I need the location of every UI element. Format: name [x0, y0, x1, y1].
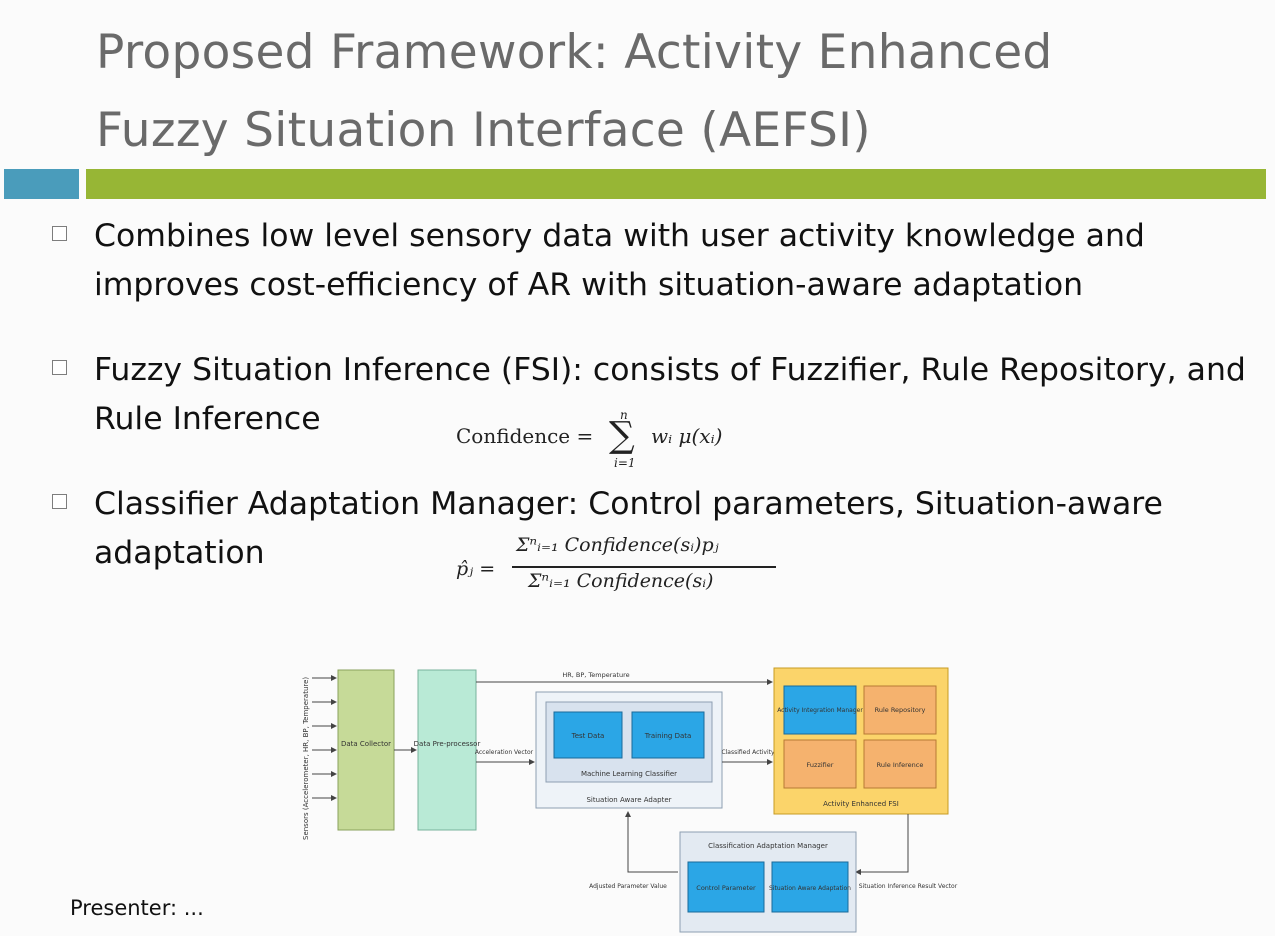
rule-repository-label: Rule Repository [875, 706, 926, 714]
data-collector-label: Data Collector [341, 740, 391, 748]
adjusted-parameter-label: Adjusted Parameter Value [589, 883, 667, 890]
acceleration-vector-label: Acceleration Vector [475, 749, 534, 756]
situation-inference-result-label: Situation Inference Result Vector [859, 883, 958, 890]
rule-inference-box [863, 739, 937, 789]
test-data-box [553, 711, 623, 759]
classification-adaptation-manager-label: Classification Adaptation Manager [708, 842, 828, 850]
bullet-text: Classifier Adaptation Manager: Control p… [94, 486, 1163, 571]
data-preprocessor-box [417, 669, 477, 831]
training-data-label: Training Data [644, 732, 692, 740]
formula-lhs: p̂ⱼ = [456, 558, 496, 580]
framework-diagram: Sensors (Accelerometer, HR, BP, Temperat… [302, 667, 958, 933]
formula-denominator: Σⁿᵢ₌₁ Confidence(sᵢ) [528, 570, 714, 592]
title-line-1: Proposed Framework: Activity Enhanced [96, 25, 1053, 80]
training-data-box [631, 711, 705, 759]
presenter-label: Presenter: ... [70, 896, 204, 920]
formula-numerator: Σⁿᵢ₌₁ Confidence(sᵢ)pⱼ [516, 534, 719, 556]
sigma-symbol: ∑ [609, 415, 635, 456]
bullet-square-icon [52, 360, 67, 375]
sensor-arrows [312, 675, 337, 801]
formula-rhs: wᵢ μ(xᵢ) [651, 424, 723, 448]
rule-repository-box [863, 685, 937, 735]
hr-bp-temp-label: HR, BP, Temperature [562, 671, 629, 679]
rule-inference-label: Rule Inference [877, 761, 924, 769]
classified-activity-label: Classified Activity [721, 749, 775, 756]
activity-integration-manager-label: Activity Integration Manager [777, 707, 863, 714]
data-collector-box [337, 669, 395, 831]
accent-bar-teal [4, 169, 79, 199]
test-data-label: Test Data [571, 732, 605, 740]
situation-aware-adaptation-label: Situation Aware Adaptation [769, 885, 851, 892]
bullet-square-icon [52, 494, 67, 509]
sum-upper-limit: n [620, 408, 628, 422]
fraction-bar [512, 566, 776, 568]
sensors-label: Sensors (Accelerometer, HR, BP, Temperat… [302, 677, 310, 840]
bullet-square-icon [52, 226, 67, 241]
situation-aware-adapter-label: Situation Aware Adapter [586, 796, 671, 804]
control-parameter-box [687, 861, 765, 913]
control-parameter-label: Control Parameter [696, 884, 756, 892]
fuzzifier-box [783, 739, 857, 789]
activity-integration-manager-box [783, 685, 857, 735]
fuzzifier-label: Fuzzifier [807, 761, 834, 769]
bullet-text: Fuzzy Situation Inference (FSI): consist… [94, 352, 1246, 437]
situation-aware-adaptation-box [771, 861, 849, 913]
formula-lhs: Confidence = [456, 424, 594, 448]
accent-bar-green [86, 169, 1266, 199]
data-preprocessor-label: Data Pre-processor [414, 740, 481, 748]
activity-enhanced-fsi-label: Activity Enhanced FSI [823, 800, 899, 808]
title-line-2: Fuzzy Situation Interface (AEFSI) [96, 103, 871, 158]
ml-classifier-label: Machine Learning Classifier [581, 770, 677, 778]
bullet-text: Combines low level sensory data with use… [94, 218, 1145, 303]
sum-lower-limit: i=1 [614, 456, 636, 470]
slide-title: Proposed Framework: Activity Enhanced Fu… [96, 14, 1216, 170]
